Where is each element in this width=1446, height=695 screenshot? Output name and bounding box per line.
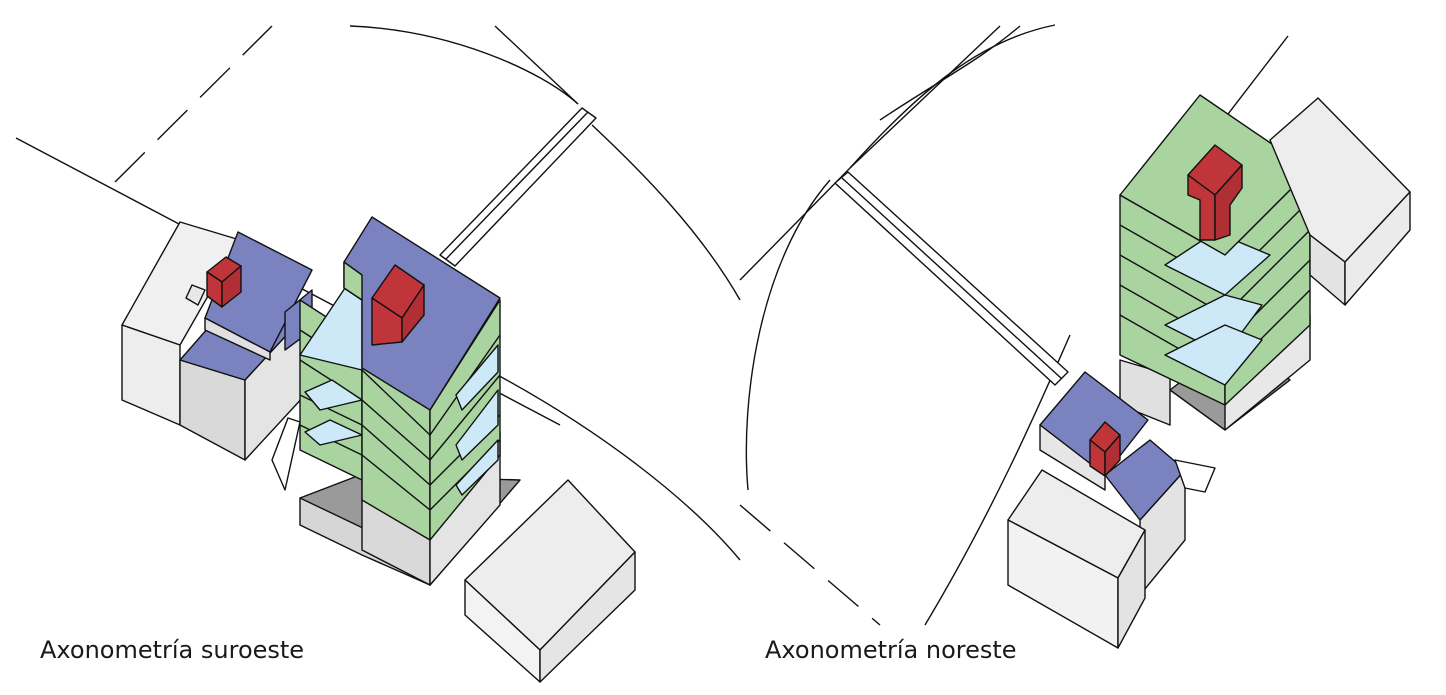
southwest-view	[15, 25, 741, 683]
neighbor-house-back	[1269, 97, 1411, 306]
neighbor-house-bottom	[464, 479, 636, 683]
northeast-view	[739, 24, 1411, 649]
neighbor-house-front	[1007, 469, 1146, 649]
stair-left	[271, 417, 301, 491]
main-tower-left	[299, 216, 521, 586]
main-tower-right	[1119, 94, 1311, 431]
caption-southwest: Axonometría suroeste	[40, 636, 305, 664]
site-lines-right	[739, 24, 1289, 626]
caption-northeast: Axonometría noreste	[765, 636, 1017, 664]
small-building-right	[1039, 371, 1216, 596]
small-building-left	[179, 231, 313, 461]
